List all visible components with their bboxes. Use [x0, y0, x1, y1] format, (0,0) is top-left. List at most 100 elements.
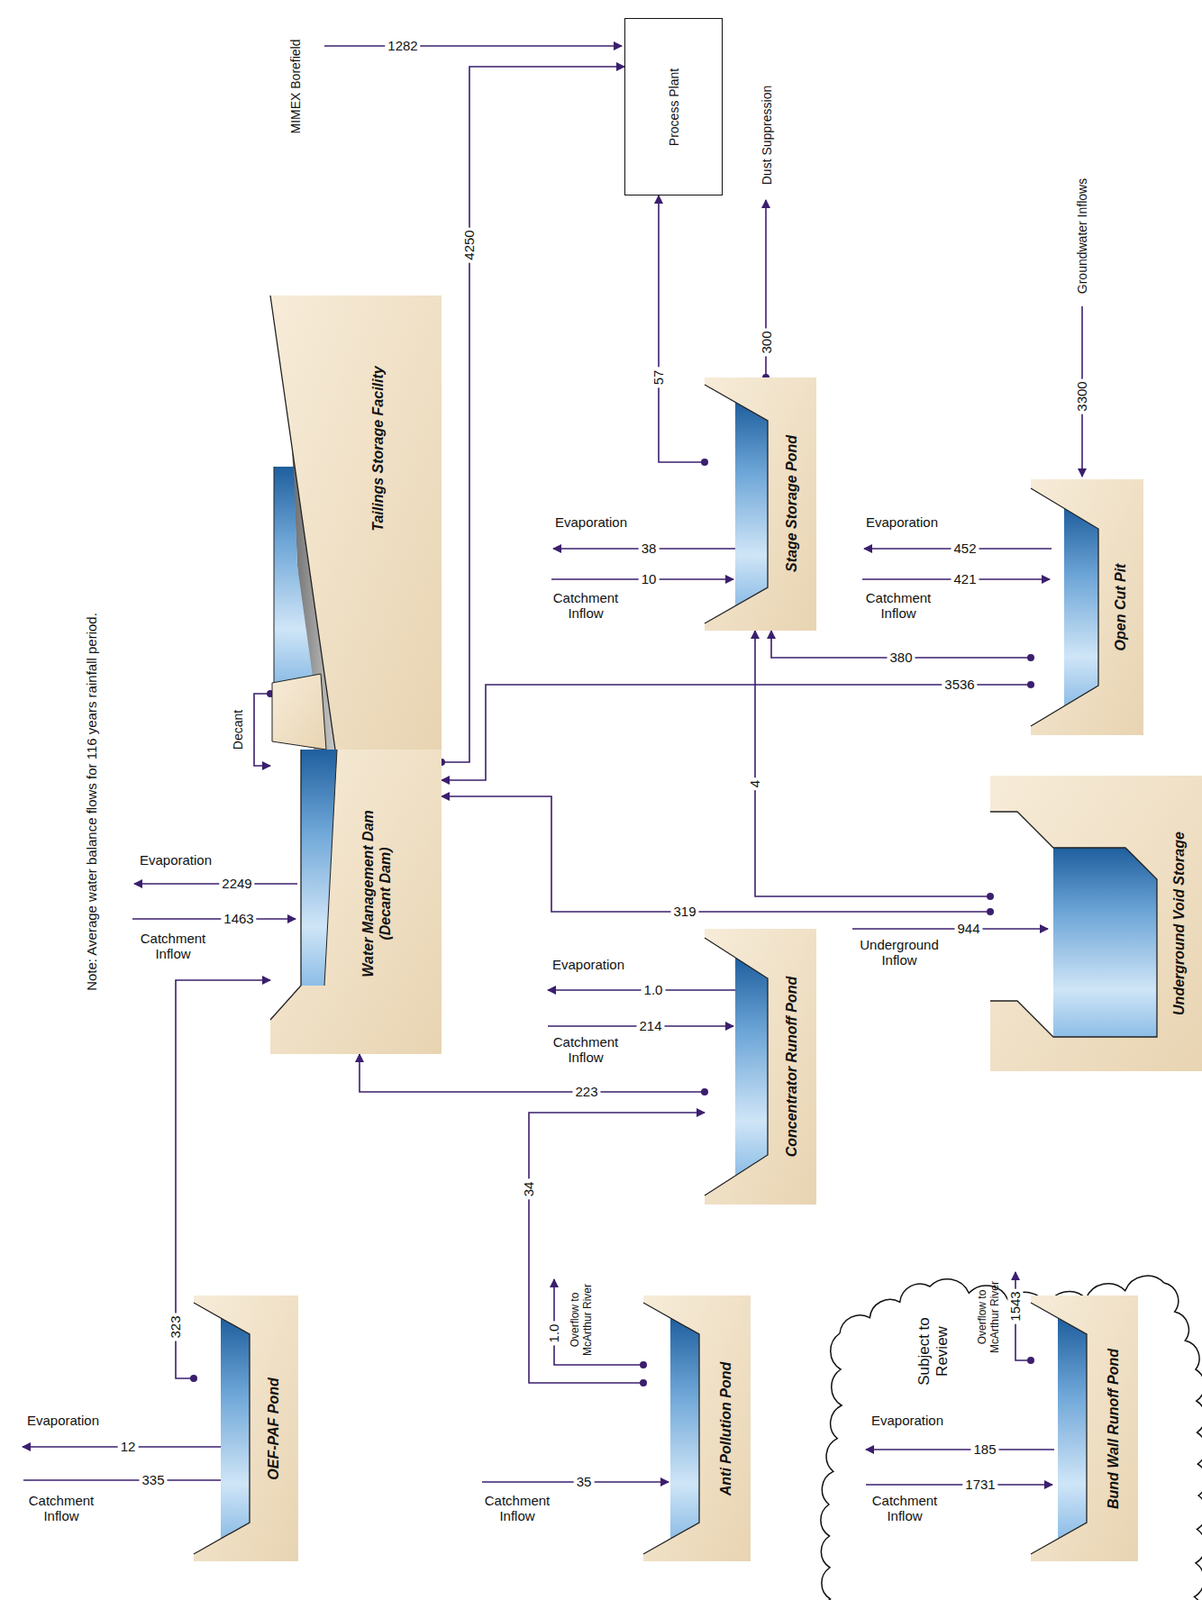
- pond-outline: [643, 1302, 700, 1555]
- pond-section: [1030, 1295, 1139, 1562]
- flow-label: Overflow to McArthur River: [976, 1272, 1002, 1363]
- flow-value: 1731: [962, 1476, 998, 1493]
- pond-outline: [273, 466, 275, 683]
- decant-tower: [272, 673, 327, 750]
- pond-name: Open Cut Pit: [1111, 564, 1130, 652]
- ground: [704, 928, 817, 1205]
- water: [735, 957, 768, 1176]
- flow-value: 214: [636, 1018, 665, 1034]
- flow-value: 57: [650, 367, 666, 389]
- outlet-dot: [986, 892, 994, 901]
- underground-inflow-arrow: [852, 928, 1048, 930]
- outlet-dot: [1027, 1356, 1035, 1365]
- flow-label: Catchment Inflow: [553, 590, 620, 622]
- catchment-arrow: [865, 1484, 1053, 1486]
- pond-node: Water Management Dam (Decant Dam): [270, 749, 442, 1055]
- flow-value: 3536: [941, 676, 977, 693]
- water: [300, 749, 337, 986]
- flow-label: Catchment Inflow: [140, 930, 207, 963]
- flow-value: 323: [167, 1312, 183, 1341]
- pond-name: Stage Storage Pond: [783, 435, 801, 573]
- flow-value: 335: [138, 1472, 167, 1488]
- flow-label: Evaporation: [139, 852, 212, 868]
- outlet-dot: [190, 1375, 198, 1383]
- outlet-dot: [639, 1379, 647, 1387]
- borefield-arrow: [324, 45, 622, 47]
- ground: [270, 295, 442, 750]
- outlet-dot: [1027, 681, 1035, 689]
- flow-connector: [658, 195, 705, 463]
- outlet-dot: [986, 908, 994, 916]
- flow-value: 35: [573, 1474, 595, 1490]
- pond-node: Open Cut Pit: [1030, 479, 1144, 736]
- pond-name: Underground Void Storage: [1170, 831, 1188, 1016]
- water: [1057, 1318, 1087, 1539]
- pond-outline: [704, 384, 768, 624]
- water: [220, 1318, 250, 1539]
- process-box: Process Plant: [624, 18, 723, 196]
- outlet-dot: [701, 458, 709, 466]
- flow-label: Dust Suppression: [759, 85, 775, 186]
- pond-name: Concentrator Runoff Pond: [783, 976, 801, 1158]
- pond-section: [270, 749, 442, 1055]
- flow-label: Catchment Inflow: [28, 1493, 95, 1525]
- flow-dots: [639, 373, 1035, 1369]
- flow-label: Catchment Inflow: [484, 1493, 551, 1525]
- flow-label: Evaporation: [871, 1412, 944, 1429]
- flow-value: Decant: [230, 710, 246, 750]
- pond-outline: [1030, 488, 1099, 727]
- flow-value: 1543: [1007, 1288, 1023, 1324]
- flow-value: 223: [572, 1083, 601, 1100]
- pond-section: [643, 1295, 751, 1562]
- flow-label: MIMEX Borefield: [288, 38, 303, 134]
- pond-outline: [270, 749, 301, 1020]
- pond-section: [193, 1295, 299, 1562]
- pond-outline: [324, 749, 337, 986]
- flow-connector: [254, 693, 271, 766]
- flow-connector: [359, 1054, 705, 1093]
- ground: [1030, 1295, 1139, 1562]
- review-note: Subject to Review: [915, 1309, 953, 1395]
- flow-value: 319: [670, 903, 699, 920]
- flow-value: 421: [950, 571, 979, 587]
- flow-value: 3300: [1074, 378, 1090, 414]
- pond-outline: [704, 937, 768, 1196]
- ground: [270, 749, 442, 1055]
- box-label: Process Plant: [666, 68, 683, 146]
- pond-section: [270, 295, 442, 750]
- water: [735, 401, 768, 606]
- flow-value: 1282: [384, 37, 420, 54]
- flow-connector: [755, 630, 991, 897]
- pond-node: OEF-PAF Pond: [193, 1295, 299, 1562]
- flow-label: Groundwater Inflows: [1074, 178, 1090, 294]
- flow-value: 4: [746, 777, 763, 791]
- catchment-arrow: [23, 1479, 238, 1482]
- flow-value: 1.0: [641, 982, 666, 998]
- pond-name: OEF-PAF Pond: [264, 1377, 283, 1480]
- pond-node: Underground Void Storage: [990, 775, 1202, 1072]
- water: [670, 1318, 700, 1539]
- flow-label: Catchment Inflow: [553, 1034, 620, 1066]
- flow-label: Note: Average water balance flows for 11…: [83, 612, 100, 992]
- pond-section: [990, 775, 1202, 1072]
- evaporation-arrow: [134, 883, 298, 885]
- edge-layer: [175, 66, 1035, 1387]
- flow-label: Evaporation: [27, 1412, 100, 1429]
- flow-label: Catchment Inflow: [872, 1493, 938, 1525]
- pond-name: Water Management Dam (Decant Dam): [359, 801, 394, 987]
- void-outline: [990, 811, 1157, 1038]
- pond-outline: [1030, 1302, 1087, 1555]
- pond-outline: [193, 1302, 250, 1555]
- flow-value: 38: [638, 540, 660, 556]
- outlet-dot: [639, 1361, 647, 1369]
- ground: [643, 1295, 751, 1562]
- pond-name: Tailings Storage Facility: [369, 365, 387, 531]
- flow-label: Evaporation: [552, 956, 625, 973]
- flow-value: 944: [954, 920, 983, 937]
- flow-value: 10: [638, 571, 660, 587]
- ground: [990, 775, 1202, 1072]
- flow-connector: [441, 66, 625, 763]
- flow-value: 12: [118, 1438, 139, 1455]
- flow-connector: [441, 796, 991, 912]
